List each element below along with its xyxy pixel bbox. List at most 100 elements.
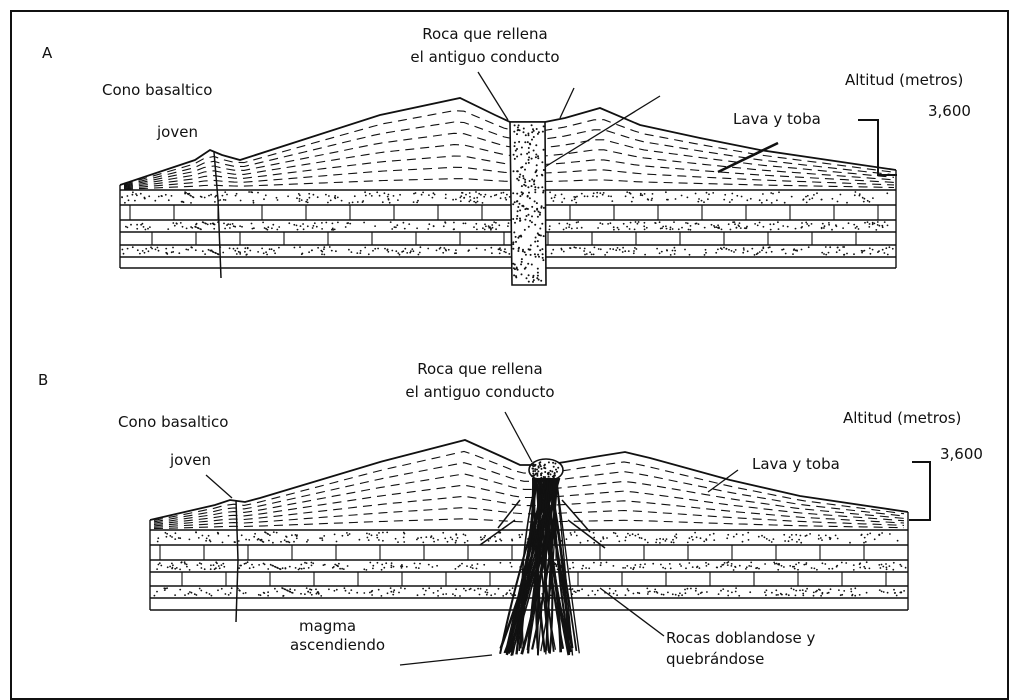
stipple-dot [166, 533, 168, 535]
stipple-dot [574, 531, 576, 533]
stipple-dot [480, 536, 482, 538]
stipple-dot [600, 248, 602, 250]
stipple-dot [484, 223, 486, 225]
stipple-dot [455, 588, 457, 590]
stipple-dot [698, 198, 700, 200]
stipple-dot [675, 198, 677, 200]
stipple-dot [208, 195, 210, 197]
plug-stipple-dot [547, 473, 549, 475]
stipple-dot [825, 254, 827, 256]
stipple-dot [415, 567, 417, 569]
stipple-dot [685, 222, 687, 224]
stipple-dot [622, 251, 624, 253]
altitude-bracket [909, 462, 930, 520]
stipple-dot [210, 194, 212, 196]
stipple-dot [644, 193, 646, 195]
stipple-dot [788, 594, 790, 596]
stipple-dot [463, 223, 465, 225]
plug-stipple-dot [537, 272, 539, 274]
stipple-dot [509, 589, 511, 591]
stipple-dot [599, 192, 601, 194]
plug-stipple-dot [519, 209, 521, 211]
stipple-dot [329, 246, 331, 248]
plug-stipple-dot [552, 462, 554, 464]
plug-stipple-dot [529, 197, 531, 199]
stipple-dot [756, 567, 758, 569]
stipple-dot [581, 227, 583, 229]
stipple-dot [811, 567, 813, 569]
plug-stipple-dot [537, 232, 539, 234]
stipple-dot [282, 567, 284, 569]
plug-stipple-dot [516, 215, 518, 217]
stipple-dot [189, 539, 191, 541]
stipple-dot [226, 194, 228, 196]
stipple-dot [508, 253, 510, 255]
plug-stipple-dot [531, 264, 533, 266]
stipple-dot [250, 191, 252, 193]
plug-stipple-dot [533, 279, 535, 281]
stipple-dot [491, 224, 493, 226]
plug-stipple-dot [531, 179, 533, 181]
plug-stipple-dot [515, 241, 517, 243]
stipple-dot [624, 567, 626, 569]
plug-stipple-dot [520, 167, 522, 169]
stipple-dot [132, 194, 134, 196]
plug-stipple-dot [527, 263, 529, 265]
stipple-dot [382, 540, 384, 542]
stipple-dot [127, 227, 129, 229]
stipple-dot [828, 568, 830, 570]
stipple-dot [482, 202, 484, 204]
stipple-dot [681, 195, 683, 197]
stipple-dot [289, 588, 291, 590]
plug-stipple-dot [515, 150, 517, 152]
stipple-dot [341, 568, 343, 570]
stipple-dot [300, 593, 302, 595]
stipple-dot [584, 248, 586, 250]
stipple-dot [186, 228, 188, 230]
stipple-dot [292, 592, 294, 594]
stipple-dot [849, 542, 851, 544]
stipple-dot [598, 248, 600, 250]
stipple-dot [164, 589, 166, 591]
stipple-dot [604, 254, 606, 256]
stipple-dot [241, 226, 243, 228]
plug-stipple-dot [515, 276, 517, 278]
stipple-dot [820, 537, 822, 539]
stipple-dot [722, 588, 724, 590]
stipple-dot [144, 197, 146, 199]
stipple-dot [203, 222, 205, 224]
bedding-line [124, 122, 894, 185]
stipple-dot [572, 562, 574, 564]
stipple-dot [445, 593, 447, 595]
stipple-dot [670, 227, 672, 229]
stipple-dot [701, 592, 703, 594]
stipple-dot [204, 197, 206, 199]
stipple-dot [233, 248, 235, 250]
stipple-dot [473, 197, 475, 199]
stipple-dot [609, 248, 611, 250]
stipple-dot [687, 222, 689, 224]
stipple-dot [830, 588, 832, 590]
stipple-dot [596, 196, 598, 198]
stipple-dot [500, 562, 502, 564]
stipple-dot [596, 192, 598, 194]
plug-stipple-dot [528, 226, 530, 228]
stipple-dot [428, 223, 430, 225]
stipple-dot [695, 193, 697, 195]
leader-line [400, 655, 492, 665]
stipple-dot [646, 227, 648, 229]
stipple-dot [610, 222, 612, 224]
stipple-dot [803, 564, 805, 566]
stipple-dot [202, 250, 204, 252]
stipple-dot [727, 595, 729, 597]
stipple-dot [448, 249, 450, 251]
stipple-dot [651, 199, 653, 201]
stipple-dot [800, 535, 802, 537]
stipple-dot [823, 227, 825, 229]
stipple-dot [490, 228, 492, 230]
plug-stipple-dot [522, 205, 524, 207]
plug-stipple-dot [533, 150, 535, 152]
stipple-dot [484, 535, 486, 537]
plug-stipple-dot [517, 210, 519, 212]
stipple-dot [721, 248, 723, 250]
